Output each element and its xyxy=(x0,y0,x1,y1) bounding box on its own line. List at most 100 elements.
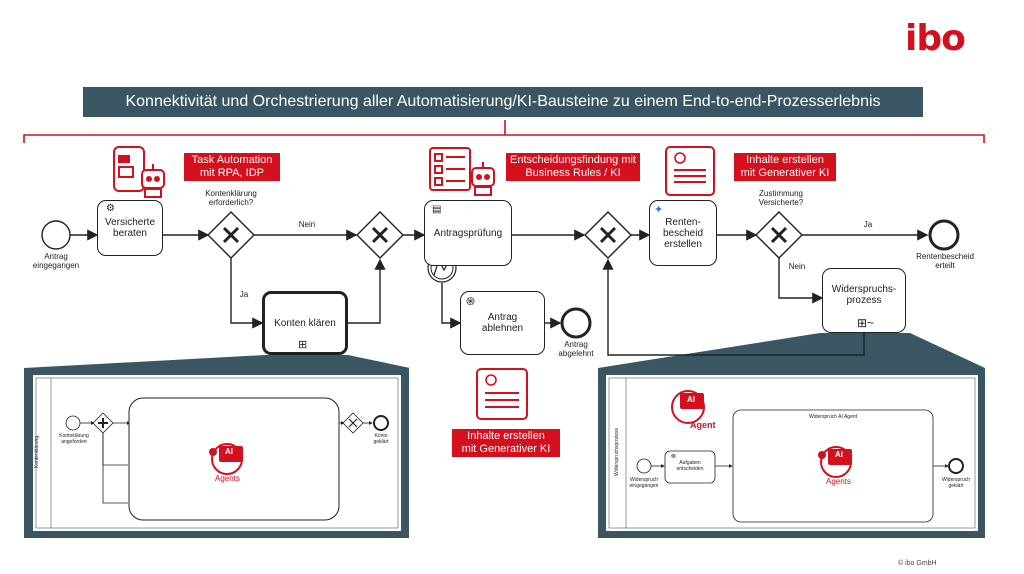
label-line: Kontoklärung xyxy=(59,433,89,439)
label-line: erforderlich? xyxy=(208,198,254,207)
label-line: eingegangen xyxy=(32,261,80,270)
label-line: Widerspruch xyxy=(941,477,971,483)
robot-icon: ⚙ xyxy=(106,203,115,214)
task-label: Renten- xyxy=(665,216,701,228)
task-label: Widerspruchs- xyxy=(831,283,897,295)
label-line: mit RPA, IDP xyxy=(200,167,264,179)
task-konten-klaeren[interactable]: Konten klären xyxy=(262,291,348,355)
task-label: bescheid xyxy=(662,227,704,239)
detail-right-task-icon: ֍ xyxy=(671,454,676,460)
label-line: Inhalte erstellen xyxy=(467,430,545,442)
end-event-abgelehnt xyxy=(560,307,592,339)
task-label: ablehnen xyxy=(481,323,524,334)
label-line: Antrag xyxy=(564,340,588,349)
task-label: prozess xyxy=(846,294,882,306)
task-label: Antragsprüfung xyxy=(433,227,503,239)
label-line: geklärt xyxy=(948,483,964,489)
label-line: mit Generativer KI xyxy=(461,443,551,455)
label-line: mit Generativer KI xyxy=(740,167,830,179)
flow-label-nein-2: Nein xyxy=(788,262,806,271)
decision-checklist-icon xyxy=(429,147,495,196)
openai-icon: ֍ xyxy=(466,296,475,308)
task-antragspruefung[interactable]: Antragsprüfung xyxy=(424,200,512,266)
task-label: Versicherte xyxy=(104,217,156,228)
label-task-automation: Task Automation mit RPA, IDP xyxy=(184,153,280,181)
agent-icon-right-top xyxy=(671,390,705,424)
end-event-erteilt xyxy=(928,219,960,251)
detail-right-agent-label: Agent xyxy=(690,420,716,430)
label-line: Task Automation xyxy=(191,154,273,166)
label-line: Konto xyxy=(374,433,388,439)
label-line: angefordert xyxy=(61,439,87,445)
copyright: © ibo GmbH xyxy=(898,560,937,567)
rpa-robot-icon xyxy=(113,146,165,198)
sparkle-icon: ✦ xyxy=(654,204,664,216)
gateway-3 xyxy=(584,211,632,259)
subprocess-adhoc-marker-icon: ⊞~ xyxy=(857,316,875,330)
label-line: Zustimmung xyxy=(758,189,803,198)
task-label: erstellen xyxy=(664,238,702,250)
flow-label-ja-2: Ja xyxy=(863,220,873,229)
gateway-2 xyxy=(356,211,404,259)
task-label: Antrag xyxy=(487,312,518,323)
subprocess-marker-icon: ⊞ xyxy=(298,339,308,351)
label-line: Rentenbescheid xyxy=(916,252,974,261)
ibo-logo: ibo xyxy=(905,18,966,59)
label-line: Kontenklärung xyxy=(205,189,257,198)
label-line: Business Rules / KI xyxy=(525,167,621,179)
label-line: Aufgaben xyxy=(679,460,701,466)
header-banner: Konnektivität und Orchestrierung aller A… xyxy=(83,87,923,117)
task-label: beraten xyxy=(113,228,147,239)
label-line: eingegangen xyxy=(629,483,659,489)
task-widerspruchsprozess[interactable]: Widerspruchs-prozess xyxy=(822,268,906,333)
label-line: entscheiden xyxy=(676,466,704,472)
red-bracket xyxy=(23,120,985,143)
task-label: Konten klären xyxy=(274,317,336,329)
genai-document-icon-bottom xyxy=(476,368,528,420)
detail-left-zoom xyxy=(24,355,410,368)
detail-left-lane-label: Kontenklärung xyxy=(34,435,40,469)
genai-document-icon-top xyxy=(665,146,715,196)
detail-right-agents-label: Agents xyxy=(826,477,851,486)
label-entscheidung: Entscheidungsfindung mit Business Rules … xyxy=(506,153,640,181)
label-line: Versicherte? xyxy=(758,198,804,207)
detail-right-lane-label: Widerspruchsprozess xyxy=(614,427,620,477)
detail-left-ai-badge: AI xyxy=(225,447,233,456)
label-line: Antrag xyxy=(44,252,68,261)
detail-right-diagram xyxy=(636,409,964,523)
label-line: abgelehnt xyxy=(558,349,594,358)
gateway-1 xyxy=(207,211,255,259)
start-event xyxy=(41,220,71,250)
detail-right-subprocess-title: Widerspruch AI Agent xyxy=(808,414,858,420)
flow-label-nein-1: Nein xyxy=(298,220,316,229)
label-line: Widerspruch xyxy=(629,477,659,483)
label-inhalte-bottom: Inhalte erstellen mit Generativer KI xyxy=(452,429,560,457)
detail-right-zoom xyxy=(598,333,985,368)
label-line: geklärt xyxy=(373,439,389,445)
detail-right-ai-badge: AI xyxy=(687,395,695,404)
detail-left-agents-label: Agents xyxy=(215,474,240,483)
label-line: Inhalte erstellen xyxy=(746,154,824,166)
agents-icon-left xyxy=(209,443,243,475)
flow-label-ja-1: Ja xyxy=(239,290,249,299)
agents-icon-right xyxy=(818,446,852,478)
label-inhalte-top: Inhalte erstellen mit Generativer KI xyxy=(734,153,836,181)
label-line: erteilt xyxy=(935,261,955,270)
table-icon: ▤ xyxy=(432,204,442,215)
gateway-4 xyxy=(755,211,803,259)
detail-right-ai-badge-2: AI xyxy=(835,450,843,459)
